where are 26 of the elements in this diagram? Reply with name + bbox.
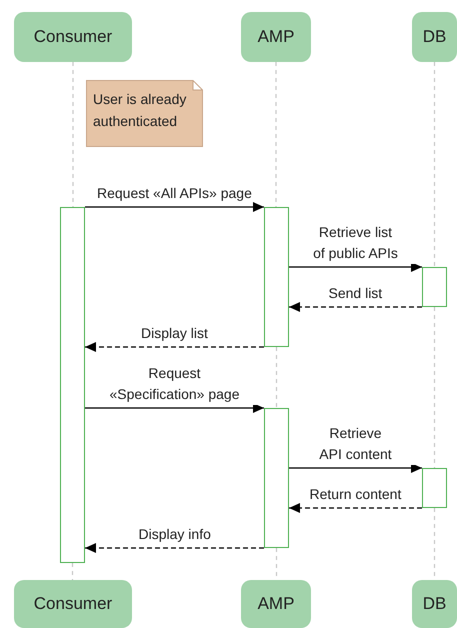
arrow (85, 202, 264, 212)
participant-box: AMP (241, 12, 311, 62)
dashed-arrow (85, 342, 264, 352)
lifeline (275, 62, 277, 207)
activation-bar (422, 468, 447, 508)
participant-box: DB (412, 580, 457, 628)
activation-bar (422, 267, 447, 307)
note-box: User is already authenticated (86, 80, 203, 147)
arrow (289, 262, 422, 272)
activation-bar (60, 207, 85, 563)
activation-bar (264, 408, 289, 548)
dashed-arrow (85, 543, 264, 553)
participant-box: Consumer (14, 580, 132, 628)
participant-box: DB (412, 12, 457, 62)
lifeline (434, 307, 436, 468)
dashed-arrow (289, 503, 422, 513)
arrow (289, 463, 422, 473)
participant-box: Consumer (14, 12, 132, 62)
lifeline (72, 62, 74, 207)
participant-box: AMP (241, 580, 311, 628)
activation-bar (264, 207, 289, 347)
arrow (85, 403, 264, 413)
dashed-arrow (289, 302, 422, 312)
lifeline (434, 62, 436, 267)
lifeline (72, 563, 74, 580)
lifeline (276, 347, 278, 408)
